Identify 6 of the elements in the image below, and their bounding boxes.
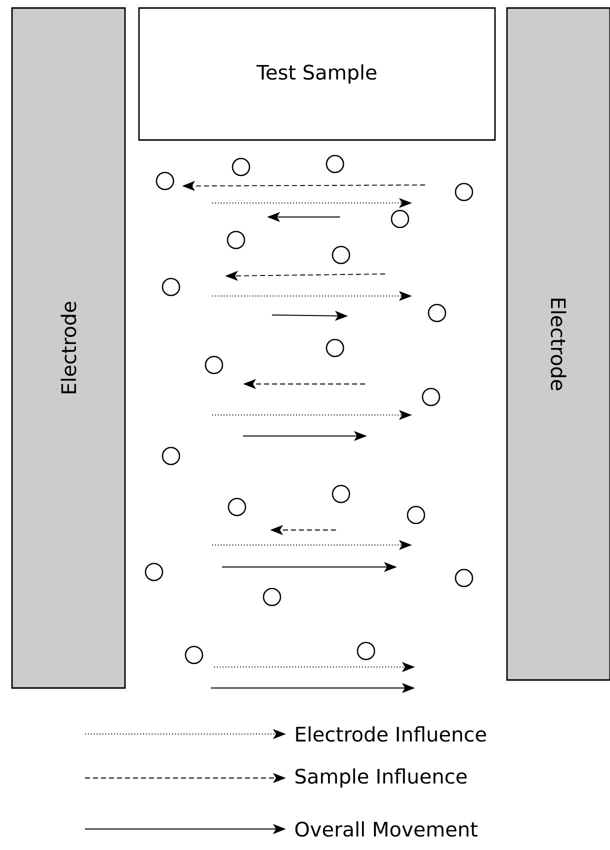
electrode-plate: Electrode	[506, 7, 610, 681]
legend-text: Sample Influence	[296, 768, 467, 788]
legend-text: Electrode Influence	[296, 726, 486, 742]
electrode-plate: Electrode	[11, 7, 126, 689]
sample-box: Test Sample	[138, 7, 496, 141]
legend-text: Overall Movement	[295, 821, 478, 837]
